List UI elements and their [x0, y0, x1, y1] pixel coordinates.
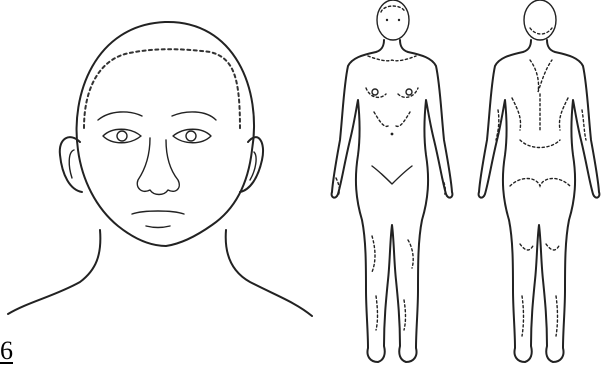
- front-groin: [372, 166, 412, 184]
- front-navel: [391, 133, 394, 136]
- mouth: [132, 211, 184, 214]
- head-front-view: [8, 22, 312, 316]
- back-upper-spine-dashed: [530, 60, 552, 92]
- back-buttocks-dashed: [510, 179, 570, 187]
- neck-left: [8, 230, 100, 314]
- back-right-arm-dashed: [582, 110, 586, 140]
- back-neck-dashed: [530, 28, 552, 34]
- front-left-rib-dashed: [374, 112, 388, 126]
- front-right-nipple: [406, 89, 412, 95]
- body-back-view: [479, 0, 600, 362]
- back-left-knee-dashed: [520, 244, 534, 250]
- left-ear-inner: [69, 150, 74, 178]
- body-front-view: [332, 0, 453, 362]
- front-hairline-dashed: [381, 6, 405, 12]
- back-right-calf-dashed: [556, 296, 558, 336]
- front-left-nipple: [372, 89, 378, 95]
- front-left-shin-dashed: [376, 296, 378, 330]
- front-body-outline: [332, 40, 453, 362]
- front-right-shin-dashed: [404, 300, 406, 330]
- left-ear: [60, 137, 82, 192]
- hairline-dashed: [84, 49, 240, 130]
- front-left-knee-dashed: [372, 236, 375, 272]
- front-right-rib-dashed: [396, 112, 410, 126]
- back-right-knee-dashed: [546, 244, 560, 250]
- figure-number-label: 6: [0, 336, 30, 366]
- back-left-scapula-dashed: [512, 98, 521, 130]
- right-pupil: [186, 131, 196, 141]
- back-left-calf-dashed: [522, 296, 524, 336]
- left-eyebrow: [98, 112, 142, 120]
- back-right-scapula-dashed: [559, 98, 568, 130]
- back-waist-dashed: [520, 140, 560, 148]
- front-collar-dashed: [368, 56, 416, 61]
- right-eyebrow: [172, 112, 216, 120]
- left-pupil: [117, 131, 127, 141]
- neck-right: [226, 230, 312, 316]
- nose: [137, 138, 179, 195]
- head-outline: [77, 22, 254, 246]
- front-right-knee-dashed: [408, 240, 413, 268]
- lower-lip: [146, 226, 170, 228]
